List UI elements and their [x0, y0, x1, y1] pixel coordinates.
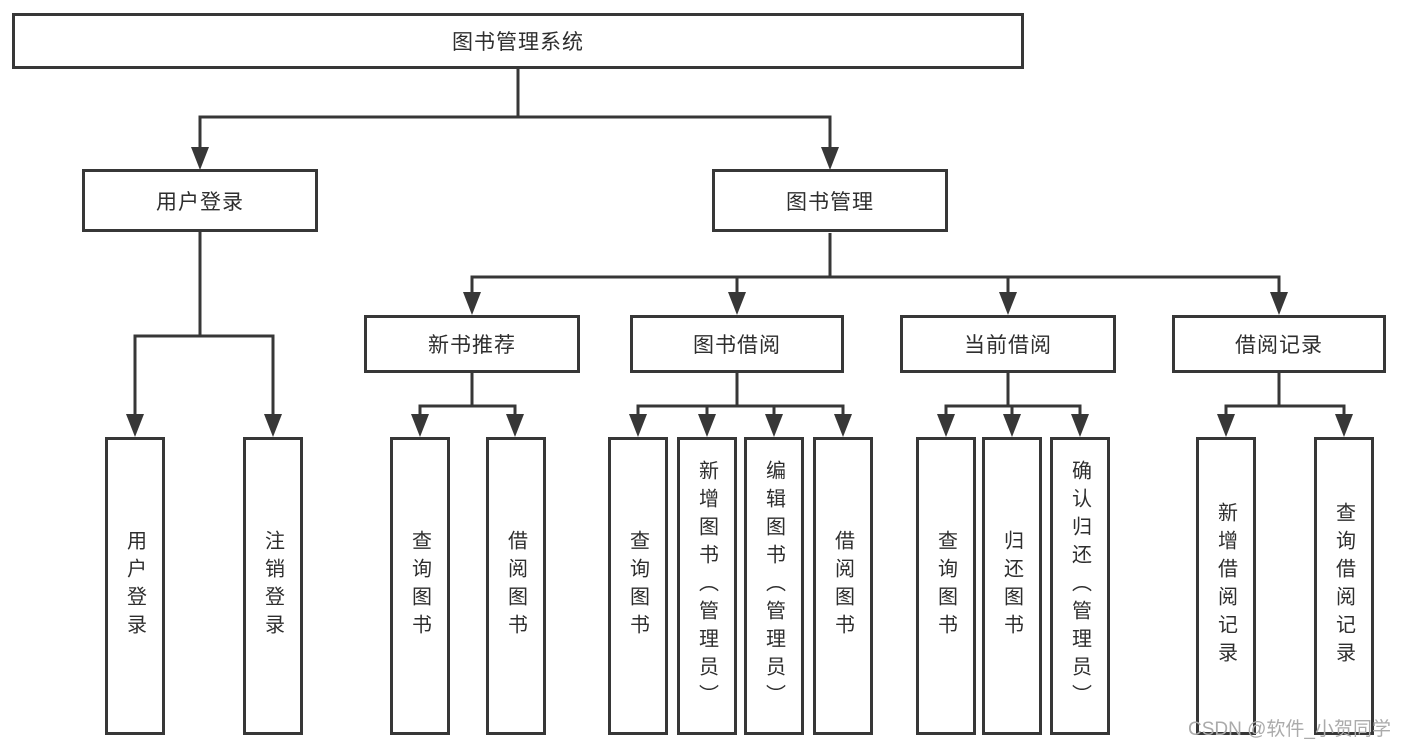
arrowhead-down [1335, 414, 1353, 437]
node-book-management: 图书管理 [712, 169, 948, 232]
arrowhead-down [126, 414, 144, 437]
arrowhead-down [463, 292, 481, 315]
arrowhead-down [765, 414, 783, 437]
arrowhead-down [506, 414, 524, 437]
leaf-query-books-recommend: 查询图书 [390, 437, 450, 735]
leaf-return-book: 归还图书 [982, 437, 1042, 735]
leaf-query-books-current: 查询图书 [916, 437, 976, 735]
node-borrowing-records: 借阅记录 [1172, 315, 1386, 373]
node-library-system: 图书管理系统 [12, 13, 1024, 69]
arrowhead-down [1071, 414, 1089, 437]
node-book-borrowing: 图书借阅 [630, 315, 844, 373]
leaf-borrow-books-recommend: 借阅图书 [486, 437, 546, 735]
arrowhead-down [834, 414, 852, 437]
arrowhead-down [999, 292, 1017, 315]
arrowhead-down [264, 414, 282, 437]
arrowhead-down [1270, 292, 1288, 315]
leaf-confirm-return-admin: 确认归还（管理员） [1050, 437, 1110, 735]
arrowhead-down [1217, 414, 1235, 437]
node-new-book-recommendation: 新书推荐 [364, 315, 580, 373]
leaf-logout: 注销登录 [243, 437, 303, 735]
leaf-edit-book-admin: 编辑图书（管理员） [744, 437, 804, 735]
leaf-add-book-admin: 新增图书（管理员） [677, 437, 737, 735]
arrowhead-down [821, 147, 839, 170]
arrowhead-down [191, 147, 209, 170]
arrowhead-down [411, 414, 429, 437]
arrowhead-down [1003, 414, 1021, 437]
leaf-query-books-borrowing: 查询图书 [608, 437, 668, 735]
leaf-borrow-books-borrowing: 借阅图书 [813, 437, 873, 735]
arrowhead-down [629, 414, 647, 437]
leaf-query-borrow-record: 查询借阅记录 [1314, 437, 1374, 735]
node-current-borrowing: 当前借阅 [900, 315, 1116, 373]
watermark: CSDN @软件_小贺同学 [1188, 719, 1391, 740]
leaf-add-borrow-record: 新增借阅记录 [1196, 437, 1256, 735]
leaf-user-login: 用户登录 [105, 437, 165, 735]
node-user-login: 用户登录 [82, 169, 318, 232]
arrowhead-down [728, 292, 746, 315]
arrowhead-down [937, 414, 955, 437]
arrowhead-down [698, 414, 716, 437]
